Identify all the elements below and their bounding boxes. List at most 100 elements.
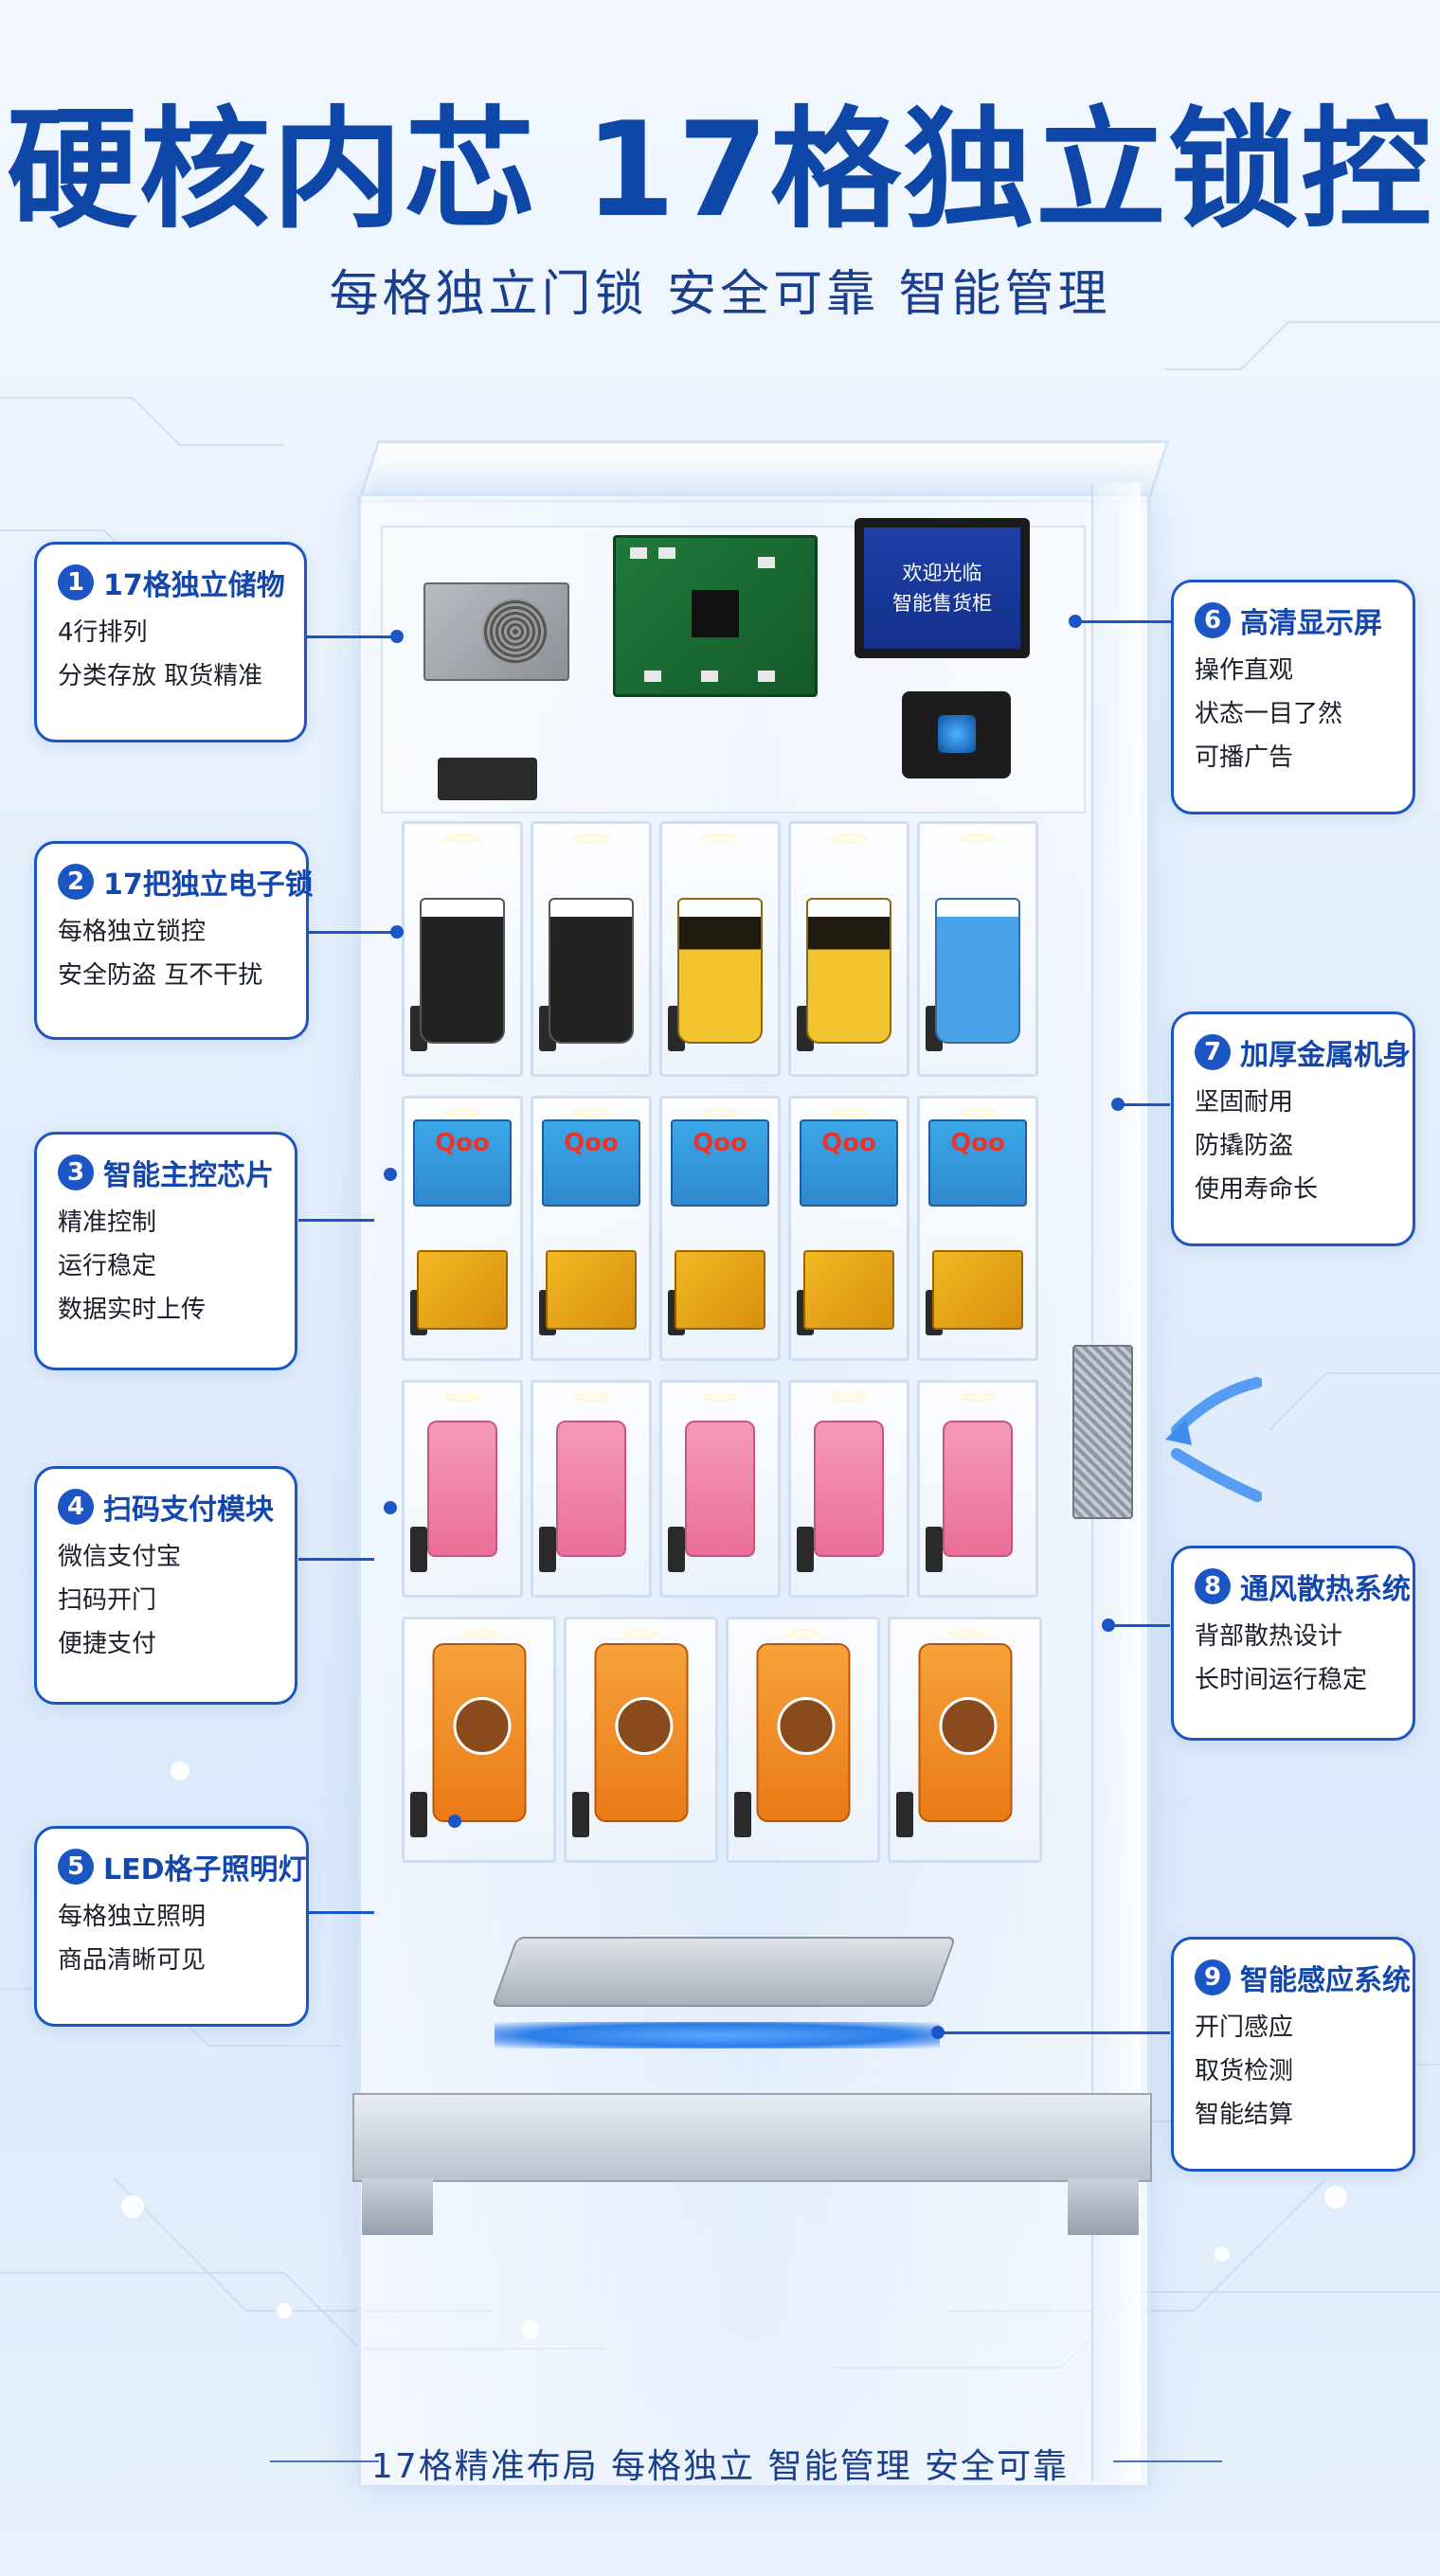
locker-cell: Qoo (788, 1096, 909, 1361)
locker-row (402, 821, 1038, 1077)
callout-line: 使用寿命长 (1195, 1175, 1319, 1204)
product-bag (594, 1643, 688, 1822)
locker-cell (659, 821, 781, 1077)
callout-anchor-dot (448, 1815, 461, 1828)
callout-line: 安全防盗 互不干扰 (58, 961, 263, 990)
callout-number-badge: 1 (58, 564, 94, 600)
callout-line: 背部散热设计 (1195, 1622, 1343, 1651)
product-bag (756, 1643, 850, 1822)
locker-cell (402, 1380, 523, 1598)
callout-line: 状态一目了然 (1195, 700, 1343, 728)
page-subtitle: 每格独立门锁 安全可靠 智能管理 (329, 266, 1111, 323)
product-box (803, 1250, 894, 1330)
callout-line: 便捷支付 (58, 1630, 157, 1658)
locker-cell: Qoo (659, 1096, 781, 1361)
callout-title: 高清显示屏 (1240, 607, 1382, 640)
callout-leader (1080, 620, 1173, 623)
scanner-lens-icon (938, 715, 976, 753)
callout-anchor-dot (390, 630, 404, 643)
callout-number-badge: 3 (58, 1154, 94, 1190)
locker-row (402, 1380, 1038, 1598)
callout-title: LED格子照明灯 (103, 1853, 307, 1887)
callout-leader (943, 2031, 1170, 2034)
callout-line: 坚固耐用 (1195, 1088, 1294, 1117)
qr-scanner (902, 691, 1011, 778)
product-box: Qoo (800, 1119, 898, 1207)
screen-welcome-text: 欢迎光临 (902, 562, 982, 584)
sensor-glow (495, 2022, 940, 2048)
screen-name-text: 智能售货柜 (892, 592, 992, 615)
callout-anchor-dot (1111, 1098, 1125, 1111)
locker-row: Qoo Qoo Qoo Qoo Qoo (402, 1096, 1038, 1361)
product-bag (685, 1421, 755, 1557)
product-bag (918, 1643, 1012, 1822)
power-supply (423, 582, 569, 681)
callout-number-badge: 8 (1195, 1568, 1231, 1604)
callout-line: 微信支付宝 (58, 1543, 182, 1571)
locker-cell (531, 1380, 652, 1598)
product-cup (549, 898, 634, 1044)
callout-leader (303, 635, 396, 638)
lock-icon (668, 1527, 685, 1572)
lock-icon (797, 1527, 814, 1572)
callout-anchor-dot (1069, 615, 1082, 628)
cabinet-base (352, 2093, 1152, 2182)
callout-line: 运行稳定 (58, 1252, 157, 1280)
locker-row (402, 1617, 1042, 1863)
sensor-plate (491, 1937, 957, 2007)
locker-cell: Qoo (531, 1096, 652, 1361)
callout-title: 通风散热系统 (1240, 1573, 1411, 1606)
locker-cell (726, 1617, 880, 1863)
locker-cell (788, 1380, 909, 1598)
locker-cell (888, 1617, 1042, 1863)
product-bag (943, 1421, 1013, 1557)
callout-anchor-dot (384, 1168, 397, 1181)
footer-tagline: 17格精准布局 每格独立 智能管理 安全可靠 (370, 2447, 1070, 2486)
callout-line: 精准控制 (58, 1208, 157, 1237)
callout-number-badge: 4 (58, 1489, 94, 1525)
product-bag (427, 1421, 497, 1557)
product-cup (806, 898, 891, 1044)
locker-cell: Qoo (917, 1096, 1038, 1361)
card-reader (438, 758, 537, 800)
callout-title: 智能主控芯片 (103, 1159, 274, 1192)
lock-icon (410, 1792, 427, 1837)
product-box (417, 1250, 508, 1330)
callout-anchor-dot (931, 2026, 945, 2039)
display-screen: 欢迎光临 智能售货柜 (855, 518, 1030, 658)
locker-grid: Qoo Qoo Qoo Qoo Qoo (402, 821, 1055, 1901)
cabinet-foot (1068, 2178, 1139, 2235)
locker-cell (402, 1617, 556, 1863)
main-control-board (613, 535, 818, 697)
callout-number-badge: 7 (1195, 1034, 1231, 1070)
callout-number-badge: 5 (58, 1849, 94, 1885)
callout-leader (298, 1219, 374, 1222)
product-bag (556, 1421, 626, 1557)
footer-divider-left (270, 2460, 379, 2462)
callout-line: 智能结算 (1195, 2101, 1294, 2129)
chip-icon (692, 590, 739, 637)
callout-line: 分类存放 取货精准 (58, 662, 263, 690)
locker-cell (564, 1617, 718, 1863)
product-cup (677, 898, 763, 1044)
callout-leader (1113, 1624, 1170, 1627)
product-box (546, 1250, 637, 1330)
callout-leader (1123, 1103, 1170, 1106)
callout-line: 开门感应 (1195, 2013, 1294, 2042)
product-box: Qoo (928, 1119, 1027, 1207)
callout-title: 智能感应系统 (1240, 1964, 1411, 1997)
callout-title: 扫码支付模块 (103, 1494, 274, 1527)
locker-cell (788, 821, 909, 1077)
lock-icon (734, 1792, 751, 1837)
lock-icon (926, 1527, 943, 1572)
vent-grille-icon (1072, 1345, 1133, 1519)
callout-line: 每格独立照明 (58, 1903, 207, 1931)
callout-title: 17把独立电子锁 (103, 868, 314, 902)
